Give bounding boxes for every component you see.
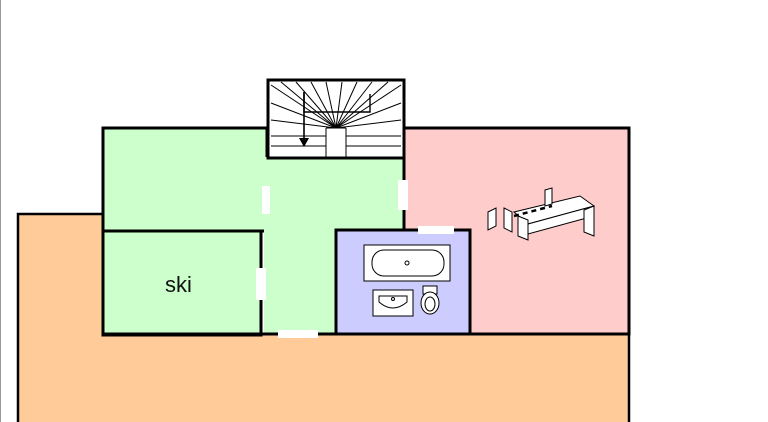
upper-left-room	[101, 126, 269, 233]
staircase-icon	[266, 78, 406, 160]
toilet-icon	[420, 285, 440, 315]
bed-icon	[487, 187, 596, 241]
door-openings	[256, 180, 454, 338]
ski-room	[101, 229, 263, 337]
sink-icon	[372, 289, 414, 317]
ski-room-label: ski	[165, 272, 192, 297]
terrace-area	[16, 212, 631, 422]
bathtub-icon	[363, 244, 451, 282]
